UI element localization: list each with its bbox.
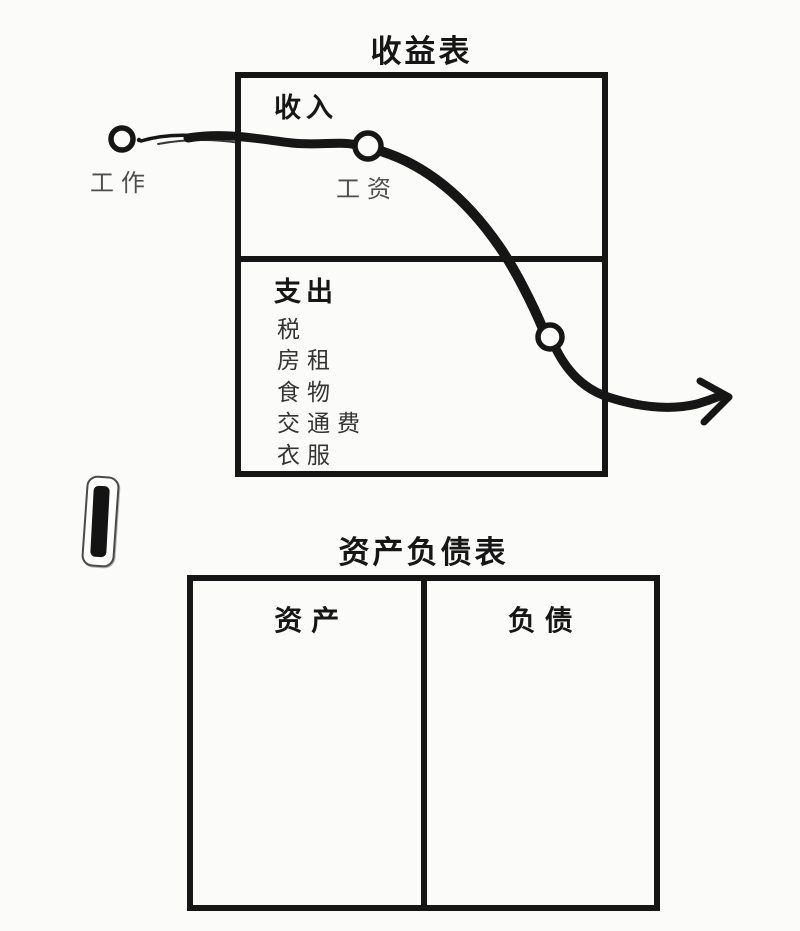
expense-item-tax: 税 (277, 316, 307, 342)
exclamation-bar-doodle (80, 474, 121, 569)
work-node-circle (108, 125, 136, 153)
assets-column: 资产 (193, 581, 421, 905)
flow-curve-start (139, 133, 200, 143)
income-statement-title: 收益表 (370, 34, 473, 69)
expense-list: 税 房租 食物 交通费 衣服 (277, 314, 602, 472)
stroke-dot (136, 137, 142, 143)
work-label: 工作 (90, 171, 152, 197)
income-statement-box: 收入 支出 税 房租 食物 交通费 衣服 (235, 72, 608, 477)
expense-label: 支出 (274, 276, 338, 307)
income-label: 收入 (274, 93, 338, 123)
balance-sheet-title: 资产负债表 (338, 535, 509, 570)
assets-label: 资产 (274, 605, 349, 636)
flow-curve-start-texture (157, 139, 241, 145)
salary-label: 工资 (336, 177, 398, 203)
exclamation-bar-fill (90, 485, 110, 558)
liabilities-label: 负债 (507, 605, 582, 636)
balance-sheet-box: 资产 负债 (187, 575, 660, 911)
liabilities-column: 负债 (427, 581, 655, 905)
expense-item-food: 食物 (277, 379, 337, 405)
expense-item-clothes: 衣服 (277, 442, 337, 468)
expense-item-rent: 房租 (277, 348, 337, 373)
balance-sheet-divider (420, 581, 427, 905)
expense-section: 支出 税 房租 食物 交通费 衣服 (241, 262, 602, 472)
income-section: 收入 (241, 78, 602, 262)
arrowhead-icon (696, 377, 733, 426)
expense-item-transport: 交通费 (277, 411, 367, 436)
